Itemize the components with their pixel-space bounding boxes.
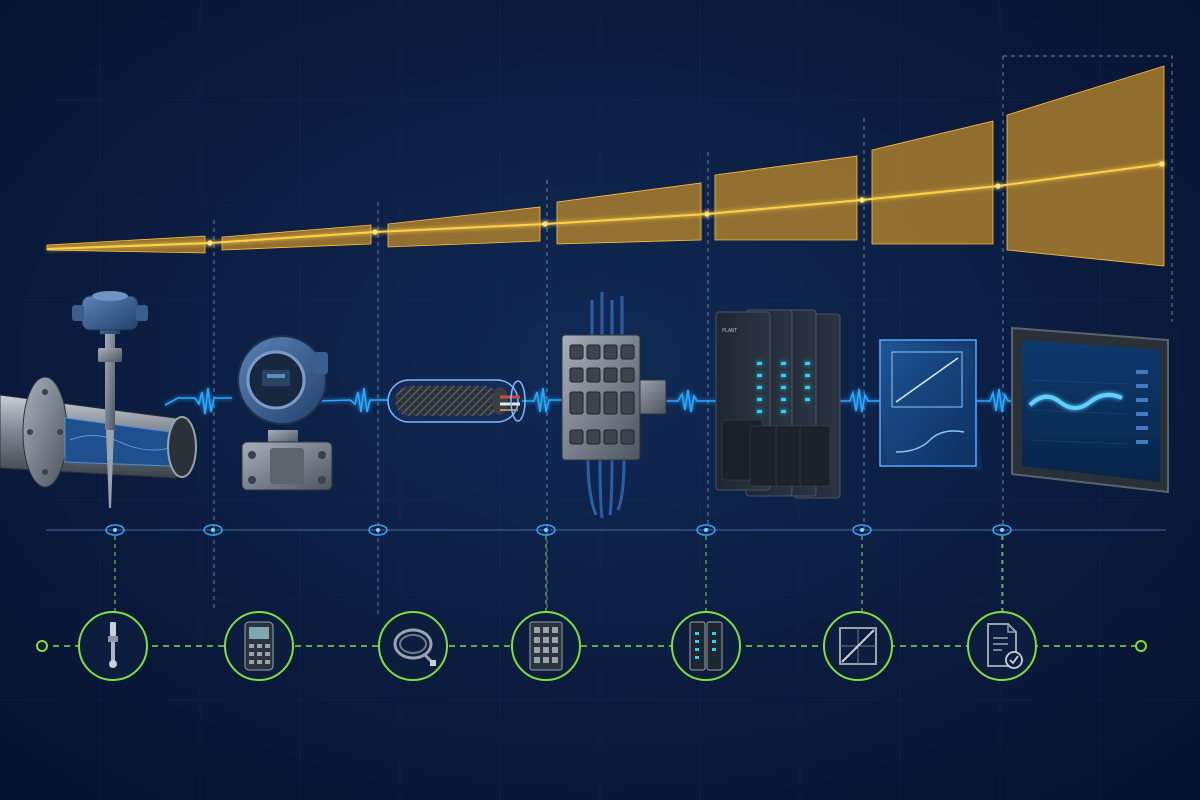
stage-dividers (213, 55, 1173, 615)
signal-segment-6 (840, 388, 880, 413)
envelope-segment-7 (1006, 65, 1165, 267)
rack-badge: PLANT (722, 328, 737, 334)
io-rack-assembly: PLANT (715, 309, 841, 499)
hmi-wave-trend (1028, 392, 1123, 410)
hmi-side-buttons (1136, 370, 1148, 444)
stage-marker-6 (852, 524, 872, 536)
envelope-node-5 (859, 197, 865, 203)
stage-marker-1 (105, 524, 125, 536)
signal-conversion-panel (878, 339, 982, 470)
stage-marker-2 (203, 524, 223, 536)
envelope-node-6 (995, 183, 1001, 189)
terminal-block-assembly (561, 292, 667, 519)
envelope-node-2 (372, 229, 378, 235)
curve-transfer-line (895, 430, 965, 453)
stage-marker-3 (368, 524, 388, 536)
stage-marker-5 (696, 524, 716, 536)
stage-marker-4 (536, 524, 556, 536)
envelope-node-3 (542, 221, 548, 227)
stage-markers (105, 524, 1012, 536)
signal-segment-4 (640, 389, 718, 413)
linear-transfer-line (895, 357, 959, 403)
signal-segment-3 (522, 387, 562, 413)
stage-icons (78, 611, 1037, 681)
field-transmitter-device (237, 335, 333, 491)
timeline-start-dot (36, 640, 48, 652)
cable-braid (395, 386, 500, 416)
terminal-body (561, 334, 641, 461)
signal-segment-7 (975, 388, 1020, 413)
envelope-segment-6 (871, 120, 994, 245)
envelope-segment-4 (556, 182, 702, 245)
final-stage-frame (1003, 55, 1173, 322)
conversion-glass (879, 339, 977, 467)
sensor-nut (98, 348, 122, 362)
sensor-tip (106, 430, 114, 508)
sensor-head (81, 295, 139, 331)
cable-coil-icon[interactable] (378, 611, 448, 681)
sensor-stem (105, 330, 115, 430)
bottom-timeline (36, 640, 1147, 652)
envelope-node-4 (704, 211, 710, 217)
linearity-chart-icon[interactable] (823, 611, 893, 681)
envelope-centerline (46, 163, 1163, 250)
envelope-nodes (207, 161, 1165, 246)
signal-segment-1 (164, 387, 232, 415)
hmi-screen (1022, 340, 1160, 482)
sensor-probe-icon[interactable] (78, 611, 148, 681)
signal-segment-2 (317, 387, 388, 413)
hmi-display-device (1011, 326, 1169, 494)
pipe-sensor-assembly (0, 291, 197, 508)
envelope-node-7 (1159, 161, 1165, 167)
timeline-end-dot (1135, 640, 1147, 652)
envelope-segment-5 (714, 155, 858, 241)
pipe-open-end (167, 416, 197, 478)
uncertainty-envelope (46, 65, 1165, 267)
terminal-block-icon[interactable] (511, 611, 581, 681)
shielded-cable (387, 379, 526, 423)
io-status-leds (757, 362, 810, 413)
stage-marker-7 (992, 524, 1012, 536)
verified-document-icon[interactable] (967, 611, 1037, 681)
io-modules-icon[interactable] (671, 611, 741, 681)
envelope-node-1 (207, 240, 213, 246)
handheld-communicator-icon[interactable] (224, 611, 294, 681)
